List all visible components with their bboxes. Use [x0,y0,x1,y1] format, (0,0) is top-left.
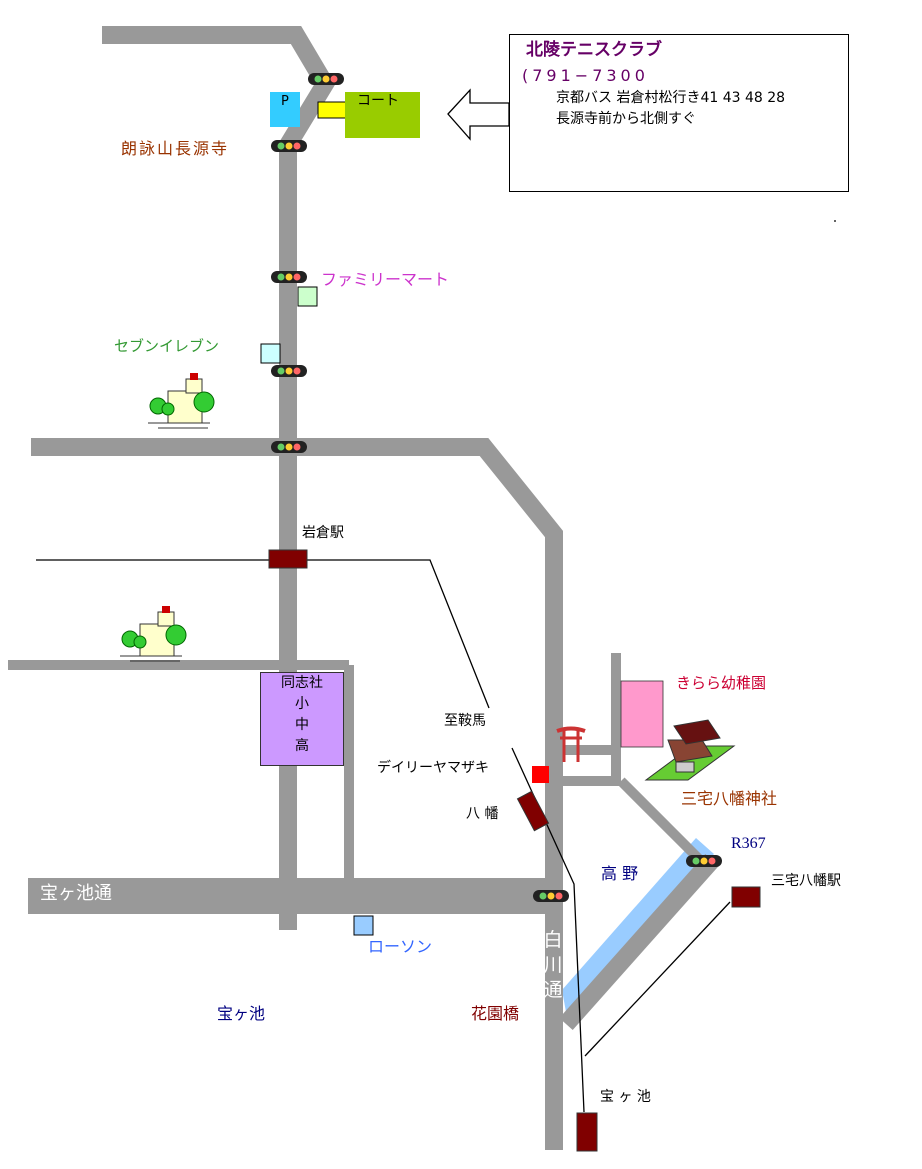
traffic-light-icon [686,855,722,867]
seveneleven-label: セブンイレブン [114,337,220,355]
traffic-light-icon [271,441,307,453]
north-road [102,26,336,930]
traffic-lights [271,73,722,902]
traffic-light-icon [271,271,307,283]
daily-yamazaki-store [532,766,549,783]
miyake-hachiman-station [731,886,761,908]
takaragaike-dori-label: 宝ヶ池通 [40,883,112,904]
parking-label: P [281,94,289,109]
iwakura-main-road [31,438,563,1150]
school-name: 同志社 [281,675,323,691]
iwakura-station [268,549,308,569]
shirakawa-char-1: 白 [543,929,563,951]
kurama-label: 至鞍馬 [444,713,486,729]
school-elementary: 小 [295,696,309,712]
shrine-icon [644,719,736,781]
kaenbashi-label: 花園橋 [471,1004,520,1023]
seveneleven-store [260,343,281,364]
roads [8,26,719,1150]
daily-yamazaki-label: デイリーヤマザキ [377,760,489,776]
takano-label: 高 野 [601,864,639,883]
school-middle: 中 [295,717,309,733]
lawson-label: ローソン [368,937,433,956]
parking-lot [270,92,300,127]
eizan-kurama-line [36,559,490,709]
traffic-light-icon [271,140,307,152]
torii-icon [556,726,586,762]
doshisha-school: 同志社 小 中 高 [260,672,344,766]
hachiman-label: 八 幡 [466,806,499,822]
takaragaike-station [576,1112,598,1152]
court-label: コート [357,93,399,109]
club-info-box: 北陵テニスクラブ (791−7300 京都バス 岩倉村松行き41 43 48 2… [509,34,849,192]
shirakawa-dori-label: 白 川 通 [541,928,565,1003]
miyake-station-label: 三宅八幡駅 [771,873,841,889]
shrine-label: 三宅八幡神社 [681,789,778,808]
route-label: R367 [731,835,766,852]
shirakawa-char-2: 川 [543,954,563,976]
r367 [559,854,719,1030]
iwakura-station-label: 岩倉駅 [302,525,344,541]
court-connector [317,101,347,119]
takaragaike-station-label: 宝 ヶ 池 [600,1089,651,1105]
club-phone: (791−7300 [522,66,649,85]
temple-label: 朗詠山長源寺 [121,139,230,158]
arrow-left-icon [447,88,510,141]
tennis-court [345,92,420,138]
map-dot [834,220,836,222]
familymart-label: ファミリーマート [321,270,450,289]
lawson-store [353,915,374,936]
club-access: 長源寺前から北側すぐ [556,111,696,127]
takaragaike-pond-label: 宝ヶ池 [217,1004,266,1023]
traffic-light-icon [533,890,569,902]
kirara-kindergarten [620,680,664,748]
shirakawa-char-3: 通 [543,979,563,1001]
building-icon [120,606,187,662]
eizan-yase-line [584,901,731,1057]
familymart-store [297,286,318,307]
hachiman-station [516,790,550,832]
traffic-light-icon [271,365,307,377]
takano-river [562,838,714,1012]
building-icon [148,373,215,429]
school-high: 高 [295,738,309,754]
club-bus-info: 京都バス 岩倉村松行き41 43 48 28 [556,90,786,106]
traffic-light-icon [308,73,344,85]
kirara-label: きらら幼稚園 [676,674,767,692]
club-name: 北陵テニスクラブ [526,40,662,60]
takano-road-diag [617,777,704,864]
